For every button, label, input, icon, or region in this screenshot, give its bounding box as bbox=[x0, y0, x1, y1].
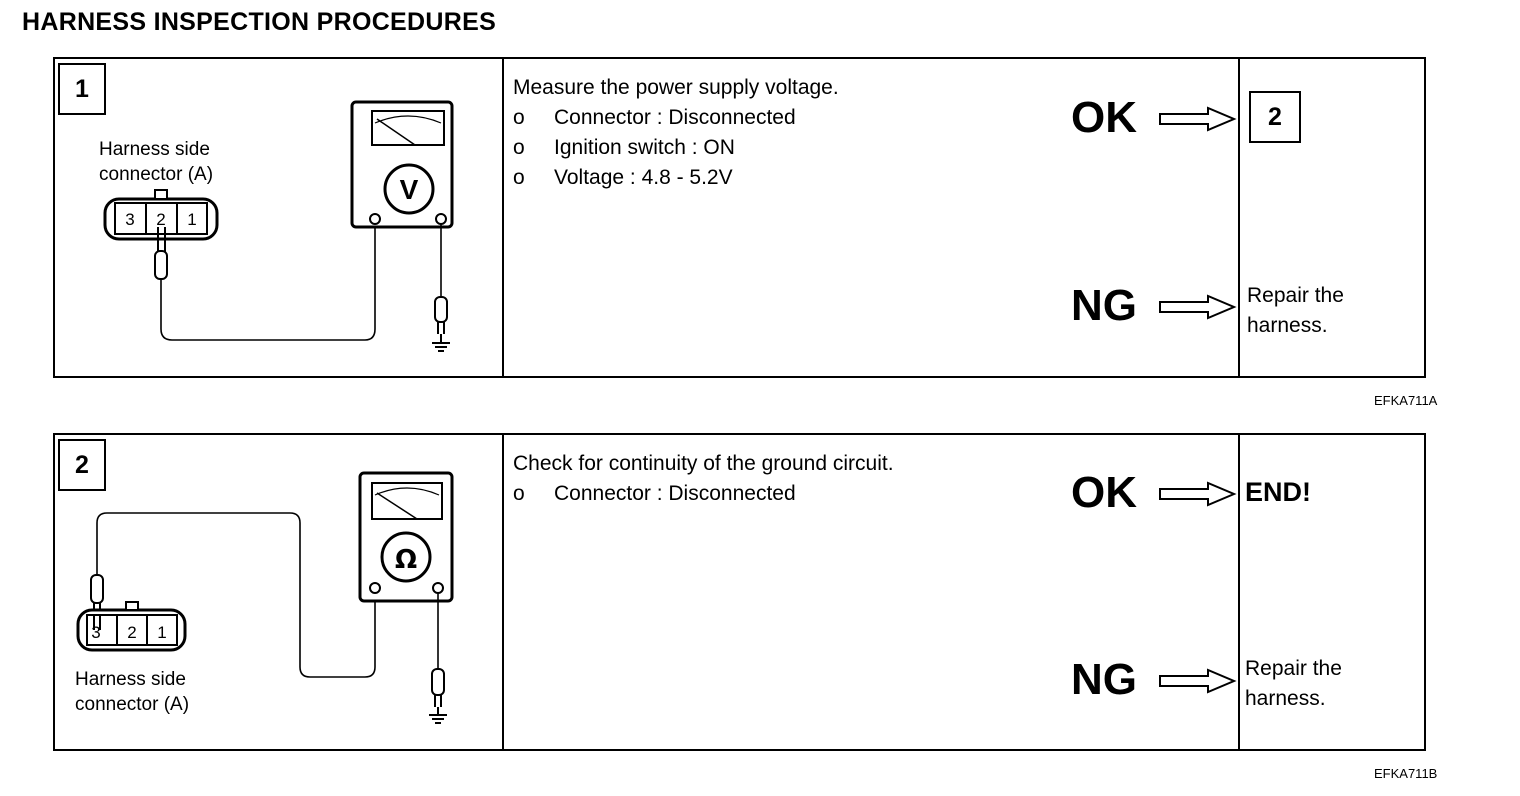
ng-label: NG bbox=[1071, 281, 1137, 330]
end-label: END! bbox=[1245, 477, 1311, 507]
step-number-box: 2 bbox=[58, 439, 106, 491]
instruction-text: Measure the power supply voltage. bbox=[513, 76, 839, 99]
voltmeter-icon: V bbox=[350, 100, 454, 229]
step-number-box: 1 bbox=[58, 63, 106, 115]
ng-result-text: Repair the harness. bbox=[1245, 657, 1342, 710]
ground-probe bbox=[434, 296, 448, 343]
pin-label: 2 bbox=[127, 623, 136, 642]
pin-label: 1 bbox=[187, 210, 196, 229]
column-divider bbox=[1238, 59, 1240, 376]
ok-label: OK bbox=[1071, 468, 1137, 517]
pin-label: 2 bbox=[156, 210, 165, 229]
next-step-box: 2 bbox=[1249, 91, 1301, 143]
test-lead-wire bbox=[96, 512, 376, 678]
right-arrow-icon bbox=[1159, 294, 1237, 320]
ng-result-text: Repair the harness. bbox=[1247, 284, 1344, 337]
harness-connector: 3 2 1 bbox=[103, 189, 219, 241]
pin-label: 1 bbox=[157, 623, 166, 642]
column-divider bbox=[502, 59, 504, 376]
ok-label: OK bbox=[1071, 93, 1137, 142]
figure-code: EFKA711B bbox=[1374, 766, 1438, 781]
instruction-block: Check for continuity of the ground circu… bbox=[513, 449, 894, 509]
harness-connector: 3 2 1 bbox=[76, 601, 187, 652]
right-arrow-icon bbox=[1159, 668, 1237, 694]
instruction-text: Check for continuity of the ground circu… bbox=[513, 452, 894, 475]
ground-icon bbox=[429, 714, 447, 724]
right-arrow-icon bbox=[1159, 106, 1237, 132]
step-1-panel: 1 3 2 1 V bbox=[53, 57, 1426, 378]
ng-label: NG bbox=[1071, 655, 1137, 704]
meter-symbol: Ω bbox=[395, 545, 417, 575]
right-arrow-icon bbox=[1159, 481, 1237, 507]
ground-probe bbox=[431, 668, 445, 715]
connector-label: Harness side connector (A) bbox=[99, 139, 214, 185]
figure-code: EFKA711A bbox=[1374, 393, 1438, 408]
voltage-measurement-diagram: 3 2 1 V bbox=[103, 100, 454, 352]
test-lead-wire bbox=[160, 222, 376, 341]
meter-symbol: V bbox=[400, 174, 419, 205]
pin-label: 3 bbox=[91, 623, 100, 642]
test-probe bbox=[154, 227, 168, 280]
pin-label: 3 bbox=[125, 210, 134, 229]
step-2-panel: 2 3 2 1 Ω bbox=[53, 433, 1426, 751]
ground-icon bbox=[432, 342, 450, 352]
continuity-measurement-diagram: 3 2 1 Ω bbox=[76, 471, 454, 724]
column-divider bbox=[502, 435, 504, 749]
column-divider bbox=[1238, 435, 1240, 749]
ohmmeter-icon: Ω bbox=[358, 471, 454, 603]
page-title: HARNESS INSPECTION PROCEDURES bbox=[22, 8, 497, 36]
connector-label: Harness side connector (A) bbox=[75, 669, 190, 715]
